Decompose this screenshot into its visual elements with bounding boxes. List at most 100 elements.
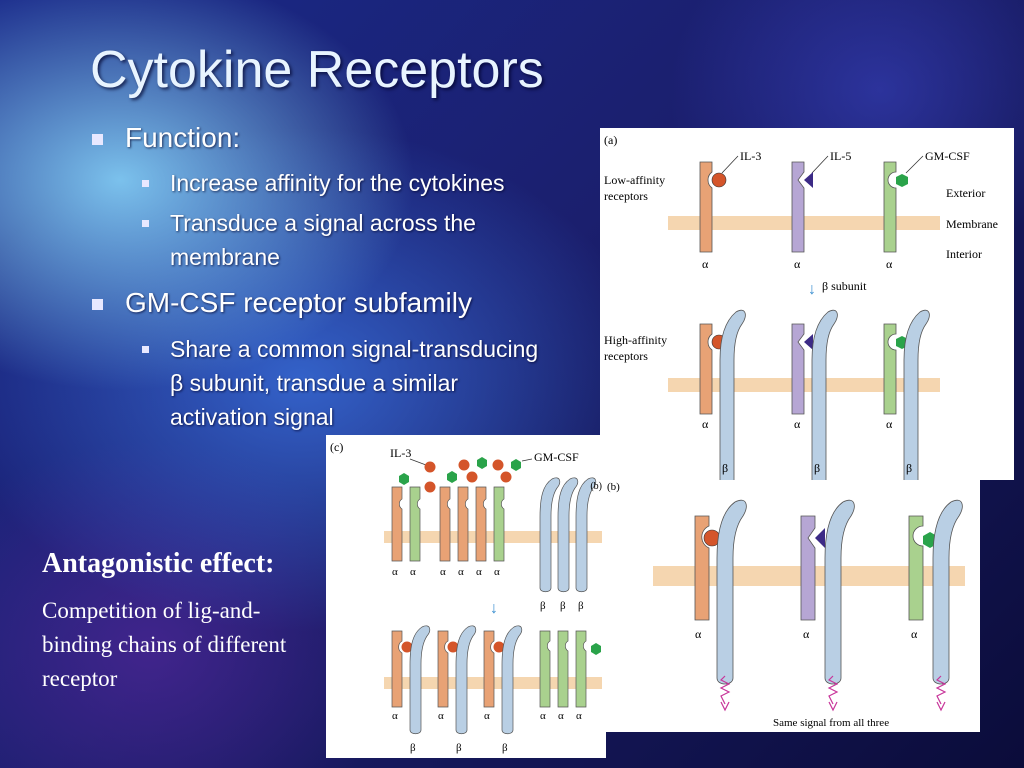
- il5-alpha-chain-high: [791, 323, 805, 415]
- bullet-gmcsf-1-l2: β subunit, transdue a similar: [170, 370, 459, 396]
- figure-b-caption: Same signal from all three: [773, 717, 889, 729]
- alpha-label: α: [558, 710, 564, 722]
- figure-a-diagram: (a) Low-affinity receptors IL-3 IL-5 GM-…: [604, 133, 998, 485]
- alpha-label: α: [803, 627, 810, 641]
- bullet-function-1: Increase affinity for the cytokines: [170, 170, 505, 196]
- alpha-label: α: [794, 417, 801, 431]
- low-affinity-label-2: receptors: [604, 189, 648, 203]
- alpha-label: α: [576, 710, 582, 722]
- il3-label: IL-3: [390, 446, 411, 460]
- il3-ligand: [424, 481, 436, 493]
- figure-b-diagram: (b) α α α Same signal from all three: [607, 481, 965, 729]
- alpha-label: α: [484, 710, 490, 722]
- beta-chain: [716, 499, 747, 685]
- gmcsf-ligand: [511, 459, 521, 471]
- signal-arrow-icon: [935, 675, 947, 712]
- il5-ligand: [815, 528, 825, 548]
- alpha-label: α: [695, 627, 702, 641]
- alpha-label: α: [886, 417, 893, 431]
- bullet-square: [92, 299, 103, 310]
- figure-c-label: (c): [330, 440, 343, 454]
- gmcsf-ligand: [477, 457, 487, 469]
- gmcsf-label: GM-CSF: [534, 450, 579, 464]
- beta-chain: [824, 499, 855, 685]
- low-affinity-label-1: Low-affinity: [604, 173, 665, 187]
- signal-arrow-icon: [719, 675, 731, 712]
- figure-b-label: (b): [607, 481, 620, 493]
- alpha-label: α: [886, 257, 893, 271]
- figure-a-label: (a): [604, 133, 617, 147]
- bullet-gmcsf: GM-CSF receptor subfamily: [125, 287, 472, 318]
- il5-ligand-high: [804, 334, 813, 350]
- alpha-label: α: [911, 627, 918, 641]
- il3-alpha-chain-high: [699, 323, 713, 415]
- alpha-label: α: [794, 257, 801, 271]
- gmcsf-label: GM-CSF: [925, 149, 970, 163]
- beta-label: β: [578, 600, 584, 612]
- bullet-function-2-l1: Transduce a signal across the: [170, 210, 476, 236]
- il3-ligand: [466, 471, 478, 483]
- bullet-square: [142, 220, 149, 227]
- il5-ligand: [804, 172, 813, 188]
- alpha-label: α: [438, 710, 444, 722]
- antagonistic-heading: Antagonistic effect:: [42, 548, 275, 579]
- il3-ligand: [424, 461, 436, 473]
- alpha-label: α: [494, 566, 500, 578]
- il5-alpha-chain: [791, 161, 805, 253]
- gmcsf-ligand: [399, 473, 409, 485]
- beta-label: β: [456, 742, 462, 754]
- high-affinity-label-1: High-affinity: [604, 333, 667, 347]
- alpha-label: α: [410, 566, 416, 578]
- alpha-label: α: [702, 417, 709, 431]
- beta-chain: [903, 309, 930, 485]
- beta-label: β: [814, 461, 820, 475]
- beta-chain: [811, 309, 838, 485]
- figure-b-inline-label: (b): [590, 481, 602, 492]
- alpha-label: α: [702, 257, 709, 271]
- il3-alpha-chain: [694, 515, 710, 621]
- beta-label: β: [540, 600, 546, 612]
- down-arrow-icon: ↓: [808, 281, 816, 298]
- down-arrow-icon: ↓: [490, 600, 498, 617]
- figure-c-diagram: (c) IL-3 GM-CSF (b) α α α α α α β β β: [330, 440, 602, 754]
- alpha-label: α: [458, 566, 464, 578]
- il3-ligand: [711, 172, 727, 188]
- membrane-label: Membrane: [946, 217, 998, 231]
- beta-label: β: [410, 742, 416, 754]
- alpha-label: α: [392, 566, 398, 578]
- il3-label: IL-3: [740, 149, 761, 163]
- bullet-function: Function:: [125, 122, 241, 153]
- il5-alpha-chain: [800, 515, 816, 621]
- bullet-square: [92, 134, 103, 145]
- gmcsf-alpha-chain: [908, 515, 924, 621]
- slide-title: Cytokine Receptors: [90, 41, 544, 99]
- beta-label: β: [502, 742, 508, 754]
- bullet-gmcsf-1-l1: Share a common signal-transducing: [170, 336, 539, 362]
- gmcsf-alpha-chain-high: [883, 323, 897, 415]
- gmcsf-ligand: [896, 174, 908, 187]
- gmcsf-ligand: [447, 471, 457, 483]
- gmcsf-alpha-chain: [883, 161, 897, 253]
- alpha-label: α: [440, 566, 446, 578]
- bullet-square: [142, 346, 149, 353]
- il3-ligand: [458, 459, 470, 471]
- beta-label: β: [560, 600, 566, 612]
- beta-label: β: [906, 461, 912, 475]
- il3-ligand: [500, 471, 512, 483]
- figure-b-panel: (b) α α α Same signal from all three: [603, 480, 980, 732]
- il3-ligand: [492, 459, 504, 471]
- beta-chain: [932, 499, 963, 685]
- figure-a-panel: (a) Low-affinity receptors IL-3 IL-5 GM-…: [600, 128, 1014, 485]
- alpha-label: α: [540, 710, 546, 722]
- figure-c-panel: (c) IL-3 GM-CSF (b) α α α α α α β β β: [326, 435, 606, 758]
- beta-subunit-label: β subunit: [822, 279, 867, 293]
- bullet-gmcsf-1-l3: activation signal: [170, 404, 334, 430]
- bullet-function-2-l2: membrane: [170, 244, 280, 270]
- exterior-label: Exterior: [946, 186, 985, 200]
- alpha-label: α: [476, 566, 482, 578]
- il3-alpha-chain: [699, 161, 713, 253]
- bullet-square: [142, 180, 149, 187]
- il5-label: IL-5: [830, 149, 851, 163]
- interior-label: Interior: [946, 247, 982, 261]
- beta-chain: [719, 309, 746, 485]
